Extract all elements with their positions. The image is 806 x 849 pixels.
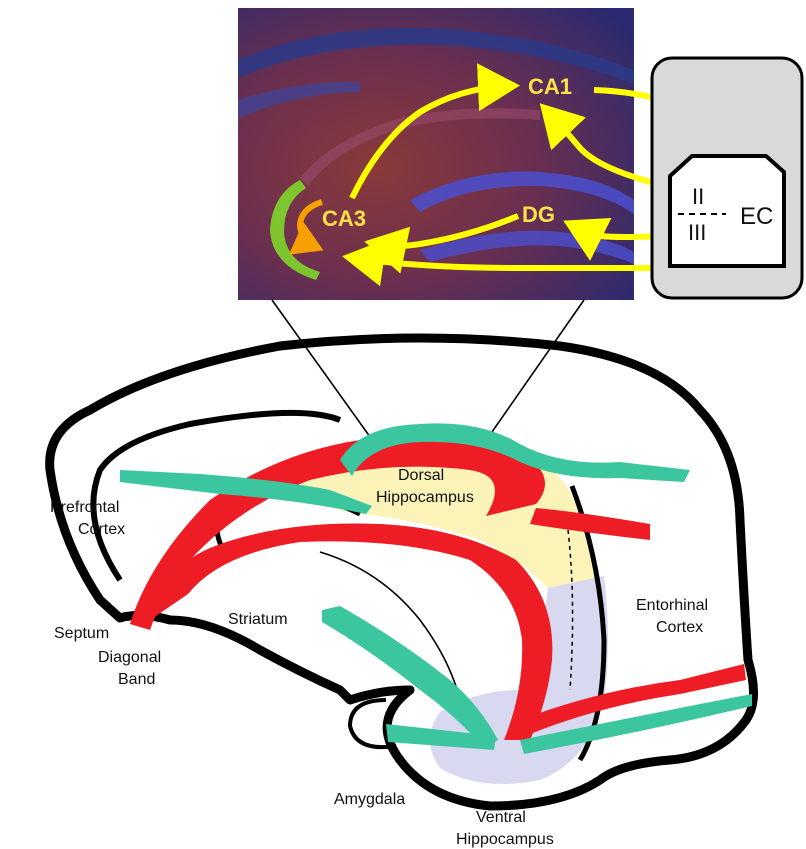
label-septum: Septum — [54, 625, 109, 642]
microscopy-panel: CA1 CA3 DG — [238, 8, 712, 300]
zoom-line-right — [478, 300, 584, 452]
brain-diagram: Prefrontal Cortex Septum Diagonal Band S… — [50, 338, 754, 848]
dg-label: DG — [522, 202, 555, 227]
ec-label: EC — [740, 203, 773, 230]
label-ventral-line1: Ventral — [476, 809, 526, 826]
label-dorsal-line2: Hippocampus — [376, 489, 474, 506]
ca3-label: CA3 — [322, 206, 366, 231]
label-dorsal-line1: Dorsal — [398, 467, 444, 484]
label-entorhinal-line2: Cortex — [656, 619, 703, 636]
label-diagonal-line2: Band — [118, 671, 155, 688]
label-prefrontal-line1: Prefrontal — [50, 499, 119, 516]
ec-layer-upper: II — [692, 184, 704, 209]
ec-layer-lower: III — [688, 220, 706, 245]
label-amygdala: Amygdala — [334, 791, 405, 808]
label-entorhinal-line1: Entorhinal — [636, 597, 708, 614]
zoom-line-left — [272, 300, 378, 448]
label-diagonal-line1: Diagonal — [98, 649, 161, 666]
ec-panel: II III EC — [652, 58, 802, 298]
label-striatum: Striatum — [228, 611, 288, 628]
ca1-label: CA1 — [528, 74, 572, 99]
label-prefrontal-line2: Cortex — [78, 521, 125, 538]
label-ventral-line2: Hippocampus — [456, 831, 554, 848]
